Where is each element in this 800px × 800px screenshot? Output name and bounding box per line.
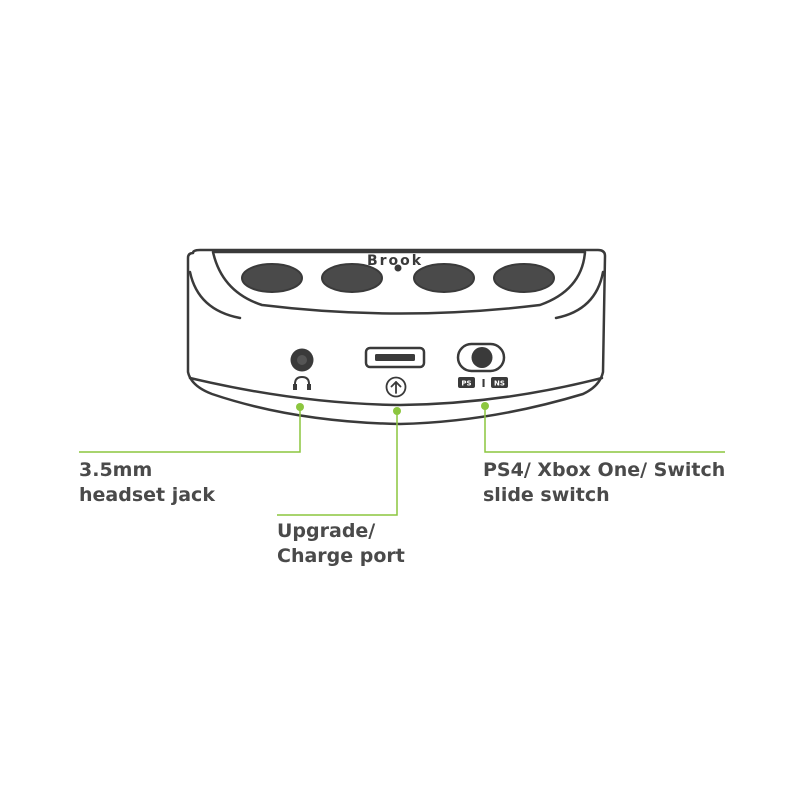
usb-port-icon [364, 346, 426, 369]
status-led [394, 264, 402, 272]
headset-jack-label-line1: 3.5mm [79, 459, 153, 481]
callout-lines [79, 406, 725, 516]
charge-port-label: Upgrade/ Charge port [277, 519, 405, 569]
callout-dot-switch [481, 402, 489, 410]
device-side-edge-left [188, 270, 242, 320]
headset-jack-label-line2: headset jack [79, 484, 215, 506]
slide-switch-label-line2: slide switch [483, 484, 610, 506]
switch-mode-separator: I [481, 377, 485, 390]
device-body [186, 248, 607, 426]
switch-mode-ns-badge [491, 377, 508, 388]
player-button-2 [321, 263, 383, 293]
headset-jack-label: 3.5mm headset jack [79, 458, 215, 508]
device-side-edge-right [554, 270, 605, 320]
headset-jack [290, 348, 314, 372]
switch-mode-labels: PS I NS [458, 377, 508, 390]
top-panel-outline [211, 250, 587, 315]
charge-port-label-line1: Upgrade/ [277, 520, 376, 542]
switch-mode-ps: PS [461, 380, 471, 388]
device-base-line [188, 376, 604, 407]
callout-dots [296, 402, 489, 415]
leader-charge-port [277, 411, 398, 516]
player-button-4 [493, 263, 555, 293]
leader-slide-switch [484, 406, 725, 453]
callout-dot-port [393, 407, 401, 415]
charge-port-label-line2: Charge port [277, 545, 405, 567]
switch-mode-ps-badge [458, 377, 475, 388]
switch-mode-ns: NS [494, 380, 505, 388]
headphone-icon [293, 375, 311, 390]
brand-logo: Brook [367, 253, 423, 269]
slide-switch-label: PS4/ Xbox One/ Switch slide switch [483, 458, 725, 508]
slide-switch-label-line1: PS4/ Xbox One/ Switch [483, 459, 726, 481]
slide-switch-icon [456, 342, 506, 373]
player-button-3 [413, 263, 475, 293]
callout-dot-headset [296, 403, 304, 411]
leader-headset-jack [79, 407, 301, 453]
player-button-1 [241, 263, 303, 293]
player-buttons [241, 263, 555, 293]
upload-arrow-icon [385, 376, 407, 398]
